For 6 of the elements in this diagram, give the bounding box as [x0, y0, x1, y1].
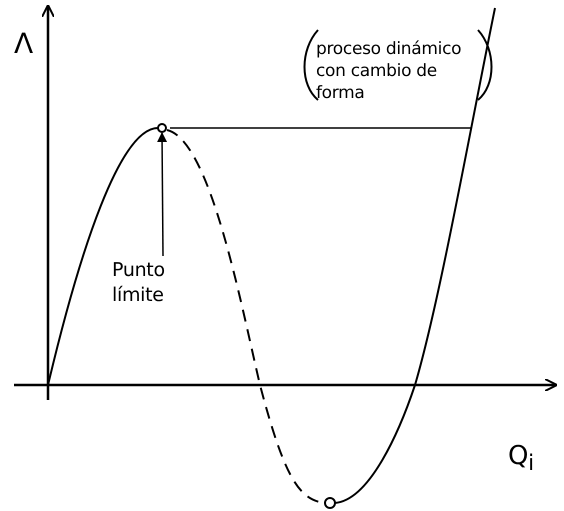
axis-label: Q$_{i}$ — [508, 440, 535, 478]
axis-label: Λ — [14, 26, 34, 62]
leader-line — [157, 132, 168, 256]
annotation-text: proceso dinámico con cambio de forma — [316, 38, 462, 104]
point-marker — [157, 123, 167, 133]
point-label: Punto límite — [112, 258, 202, 308]
